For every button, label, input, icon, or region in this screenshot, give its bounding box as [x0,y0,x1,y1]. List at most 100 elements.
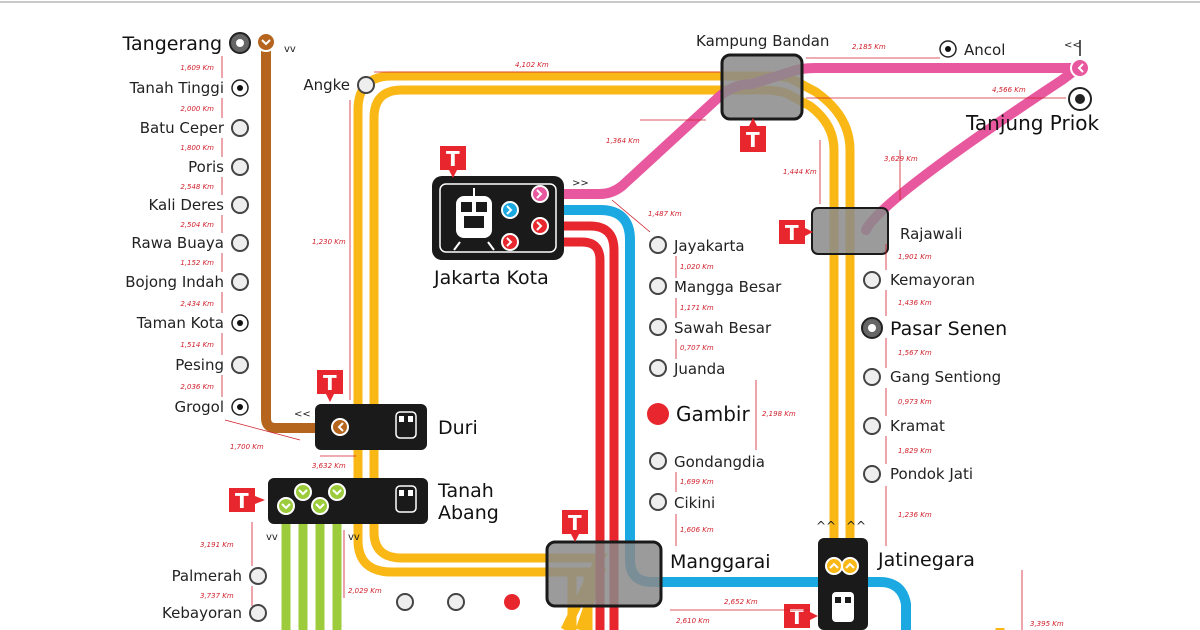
svg-text:2,029 Km: 2,029 Km [348,587,382,595]
rajawali-hub[interactable] [811,207,889,255]
svg-text:1,230 Km: 1,230 Km [312,238,346,246]
station-jayakarta: Jayakarta [673,237,745,255]
station-taman-kota: Taman Kota [136,314,224,332]
station-batu-ceper: Batu Ceper [140,119,225,137]
svg-text:T: T [446,147,460,171]
station-gang-sentiong: Gang Sentiong [890,368,1001,386]
svg-text:2,504 Km: 2,504 Km [180,221,214,229]
bogor-red-line-1 [510,221,619,630]
station-pesing: Pesing [175,356,224,374]
svg-text:2,000 Km: 2,000 Km [180,105,214,113]
tangerang-line [261,35,347,433]
svg-text:4,102 Km: 4,102 Km [515,61,549,69]
station-poris: Poris [188,158,224,176]
svg-text:1,800 Km: 1,800 Km [180,144,214,152]
station-grogol: Grogol [174,398,224,416]
svg-text:^^: ^^ [846,519,866,533]
train-icon [453,188,495,251]
svg-text:3,737 Km: 3,737 Km [200,592,234,600]
station-dots [229,32,1092,622]
station-manggarai: Manggarai [670,551,771,573]
svg-text:1,567 Km: 1,567 Km [898,349,932,357]
svg-text:3,629 Km: 3,629 Km [884,155,918,163]
svg-text:1,364 Km: 1,364 Km [606,137,640,145]
svg-text:T: T [785,221,799,245]
svg-text:3,395 Km: 3,395 Km [1030,620,1064,628]
station-kali-deres: Kali Deres [148,196,224,214]
svg-text:1,514 Km: 1,514 Km [180,341,214,349]
svg-text:^^: ^^ [816,519,836,533]
line-start-markers [501,185,549,251]
station-tanjung-priok: Tanjung Priok [965,111,1100,135]
station-pasar-senen: Pasar Senen [890,318,1007,340]
svg-text:1,436 Km: 1,436 Km [898,299,932,307]
station-rajawali: Rajawali [900,225,962,243]
station-jakarta-kota: Jakarta Kota [433,267,549,289]
station-kampung-bandan: Kampung Bandan [696,32,829,50]
station-rawa-buaya: Rawa Buaya [131,234,224,252]
svg-text:T: T [235,489,249,513]
station-kebayoran: Kebayoran [162,604,242,622]
svg-text:1,901 Km: 1,901 Km [898,253,932,261]
svg-text:T: T [790,605,804,629]
tanah-abang-train-icon [395,485,417,513]
manggarai-hub[interactable] [545,540,663,608]
station-kramat: Kramat [890,417,945,435]
kampung-bandan-hub[interactable] [720,53,804,121]
station-tanah-abang-1: Tanah [437,480,494,502]
station-gondangdia: Gondangdia [674,453,765,471]
station-labels: Tangerang Tanah Tinggi Batu Ceper Poris … [122,32,1100,622]
svg-text:T: T [568,511,582,535]
svg-text:3,632 Km: 3,632 Km [312,462,346,470]
svg-text:vv: vv [266,532,278,543]
svg-text:1,487 Km: 1,487 Km [648,210,682,218]
svg-text:2,548 Km: 2,548 Km [180,183,214,191]
svg-text:1,444 Km: 1,444 Km [783,168,817,176]
station-sawah-besar: Sawah Besar [674,319,772,337]
svg-text:2,185 Km: 2,185 Km [852,43,886,51]
direction-marks: vv << << vv vv [266,40,1081,543]
svg-text:1,606 Km: 1,606 Km [680,526,714,534]
tanah-abang-line-markers [277,483,346,515]
svg-text:1,700 Km: 1,700 Km [230,443,264,451]
station-duri: Duri [438,417,478,439]
svg-text:vv: vv [348,532,360,543]
svg-text:T: T [323,371,337,395]
svg-text:2,434 Km: 2,434 Km [180,300,214,308]
station-juanda: Juanda [673,360,725,378]
svg-text:<<: << [1064,40,1081,51]
station-ancol: Ancol [964,41,1005,59]
svg-text:1,152 Km: 1,152 Km [180,259,214,267]
svg-text:3,191 Km: 3,191 Km [200,541,234,549]
distance-markers [221,56,1066,630]
station-bojong-indah: Bojong Indah [125,273,224,291]
svg-text:1,236 Km: 1,236 Km [898,511,932,519]
svg-text:0,973 Km: 0,973 Km [898,398,932,406]
svg-text:1,609 Km: 1,609 Km [180,64,214,72]
svg-text:1,699 Km: 1,699 Km [680,478,714,486]
svg-text:4,566 Km: 4,566 Km [992,86,1026,94]
svg-text:2,036 Km: 2,036 Km [180,383,214,391]
station-angke: Angke [303,76,350,94]
svg-text:0,707 Km: 0,707 Km [680,344,714,352]
svg-text:2,198 Km: 2,198 Km [762,410,796,418]
station-cikini: Cikini [674,494,715,512]
svg-text:vv: vv [284,44,296,55]
station-mangga-besar: Mangga Besar [674,278,782,296]
station-gambir: Gambir [676,402,750,426]
svg-text:>>: >> [572,178,589,189]
svg-text:T: T [746,128,760,152]
svg-text:2,652 Km: 2,652 Km [724,598,758,606]
svg-text:<<: << [294,409,311,420]
bogor-red-line-2 [510,237,605,630]
svg-text:1,020 Km: 1,020 Km [680,263,714,271]
svg-text:2,610 Km: 2,610 Km [676,617,710,625]
station-palmerah: Palmerah [172,567,242,585]
station-tanah-tinggi: Tanah Tinggi [129,79,224,97]
loop-line-inner [369,85,839,630]
loop-line-outer [353,71,1005,630]
svg-text:1,829 Km: 1,829 Km [898,447,932,455]
svg-text:1,171 Km: 1,171 Km [680,304,714,312]
duri-train-icon [395,411,417,439]
